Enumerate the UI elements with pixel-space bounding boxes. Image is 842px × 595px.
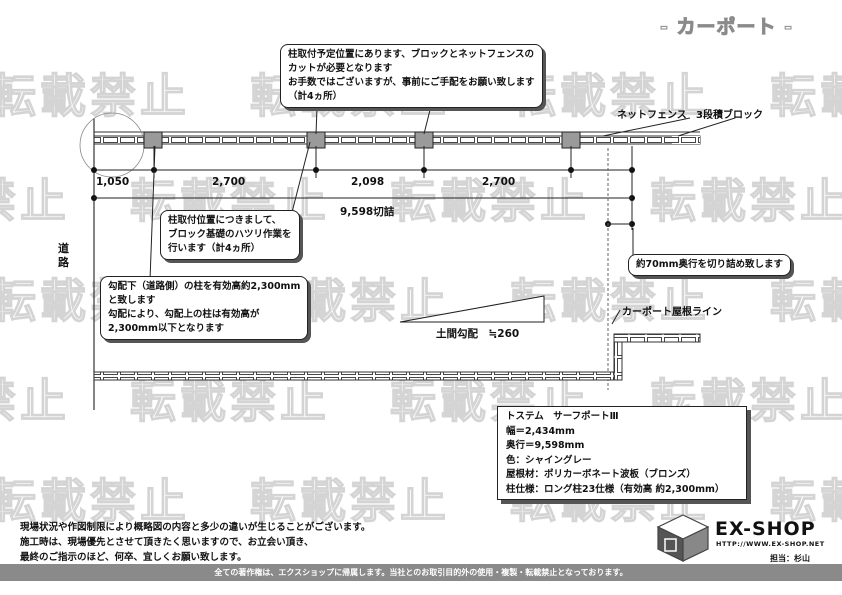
callout-depth-cut: 約70mm奥行を切り詰め致します [628,254,792,276]
note-line-3: 最終のご指示のほど、何卒、宜しくお願い致します。 [20,552,247,563]
logo-url: HTTP://WWW.EX-SHOP.NET [716,540,825,548]
post-1 [143,131,163,149]
dim-label-1: 1,050 [96,176,130,188]
product-spec-box: トステム サーフポートⅢ 幅＝2,434mm 奥行＝9,598mm 色：シャイン… [497,406,747,500]
dim-label-total: 9,598切詰 [340,206,395,218]
copyright-footer: 全ての著作権は、エクスショップに帰属します。当社とのお取引目的外の使用・複製・転… [0,564,842,581]
spec-post: 柱仕様：ロング柱23仕様（有効高 約2,300mm） [506,483,725,495]
dim-label-2: 2,700 [212,176,246,188]
dim-label-3: 2,098 [351,176,385,188]
spec-color: 色：シャイングレー [506,454,592,466]
spec-product: トステム サーフポートⅢ [506,411,619,422]
spec-roof: 屋根材：ポリカーボネート波板（ブロンズ） [506,469,696,480]
spec-width: 幅＝2,434mm [506,425,575,437]
bottom-block-wall [93,333,701,381]
top-block-wall [93,131,701,145]
callout-slope-height: 勾配下（道路側）の柱を有効高約2,300mm と致します 勾配により、勾配上の柱… [100,276,309,340]
staff-label: 担当：杉山 [770,554,810,563]
page-title: - カーポート - [659,16,794,39]
dimension-points [91,167,635,227]
callout-post-cut: 柱取付予定位置にあります、ブロックとネットフェンスの カットが必要となります お… [280,44,543,108]
net-fence-label: ネットフェンス [617,110,687,121]
road-label: 道路 [58,242,69,269]
note-line-1: 現場状況や作図制限により概略図の内容と多少の違いが生じることがございます。 [20,522,371,533]
disclaimer-notes: 現場状況や作図制限により概略図の内容と多少の違いが生じることがございます。 施工… [20,520,370,565]
slope-label: 土間勾配 ≒260 [436,328,520,340]
dim-label-4: 2,700 [482,176,516,188]
roof-line-label: カーポート屋根ライン [622,307,722,318]
post-3 [414,131,434,149]
note-line-2: 施工時は、現場優先とさせて頂きたく思いますので、お立会い頂き、 [20,537,314,548]
post-2 [306,131,326,149]
logo-name: EX-SHOP [715,518,816,540]
spec-depth: 奥行＝9,598mm [506,440,585,451]
callout-chipping: 柱取付位置につきまして、 ブロック基礎のハツリ作業を 行います（計4ヵ所） [160,210,300,260]
block-label: 3段積ブロック [696,110,763,121]
ex-shop-logo-icon [656,514,710,562]
corner-detail-circle [79,112,145,178]
slope-triangle [399,295,545,323]
post-positions [143,131,581,149]
post-4 [561,131,581,149]
